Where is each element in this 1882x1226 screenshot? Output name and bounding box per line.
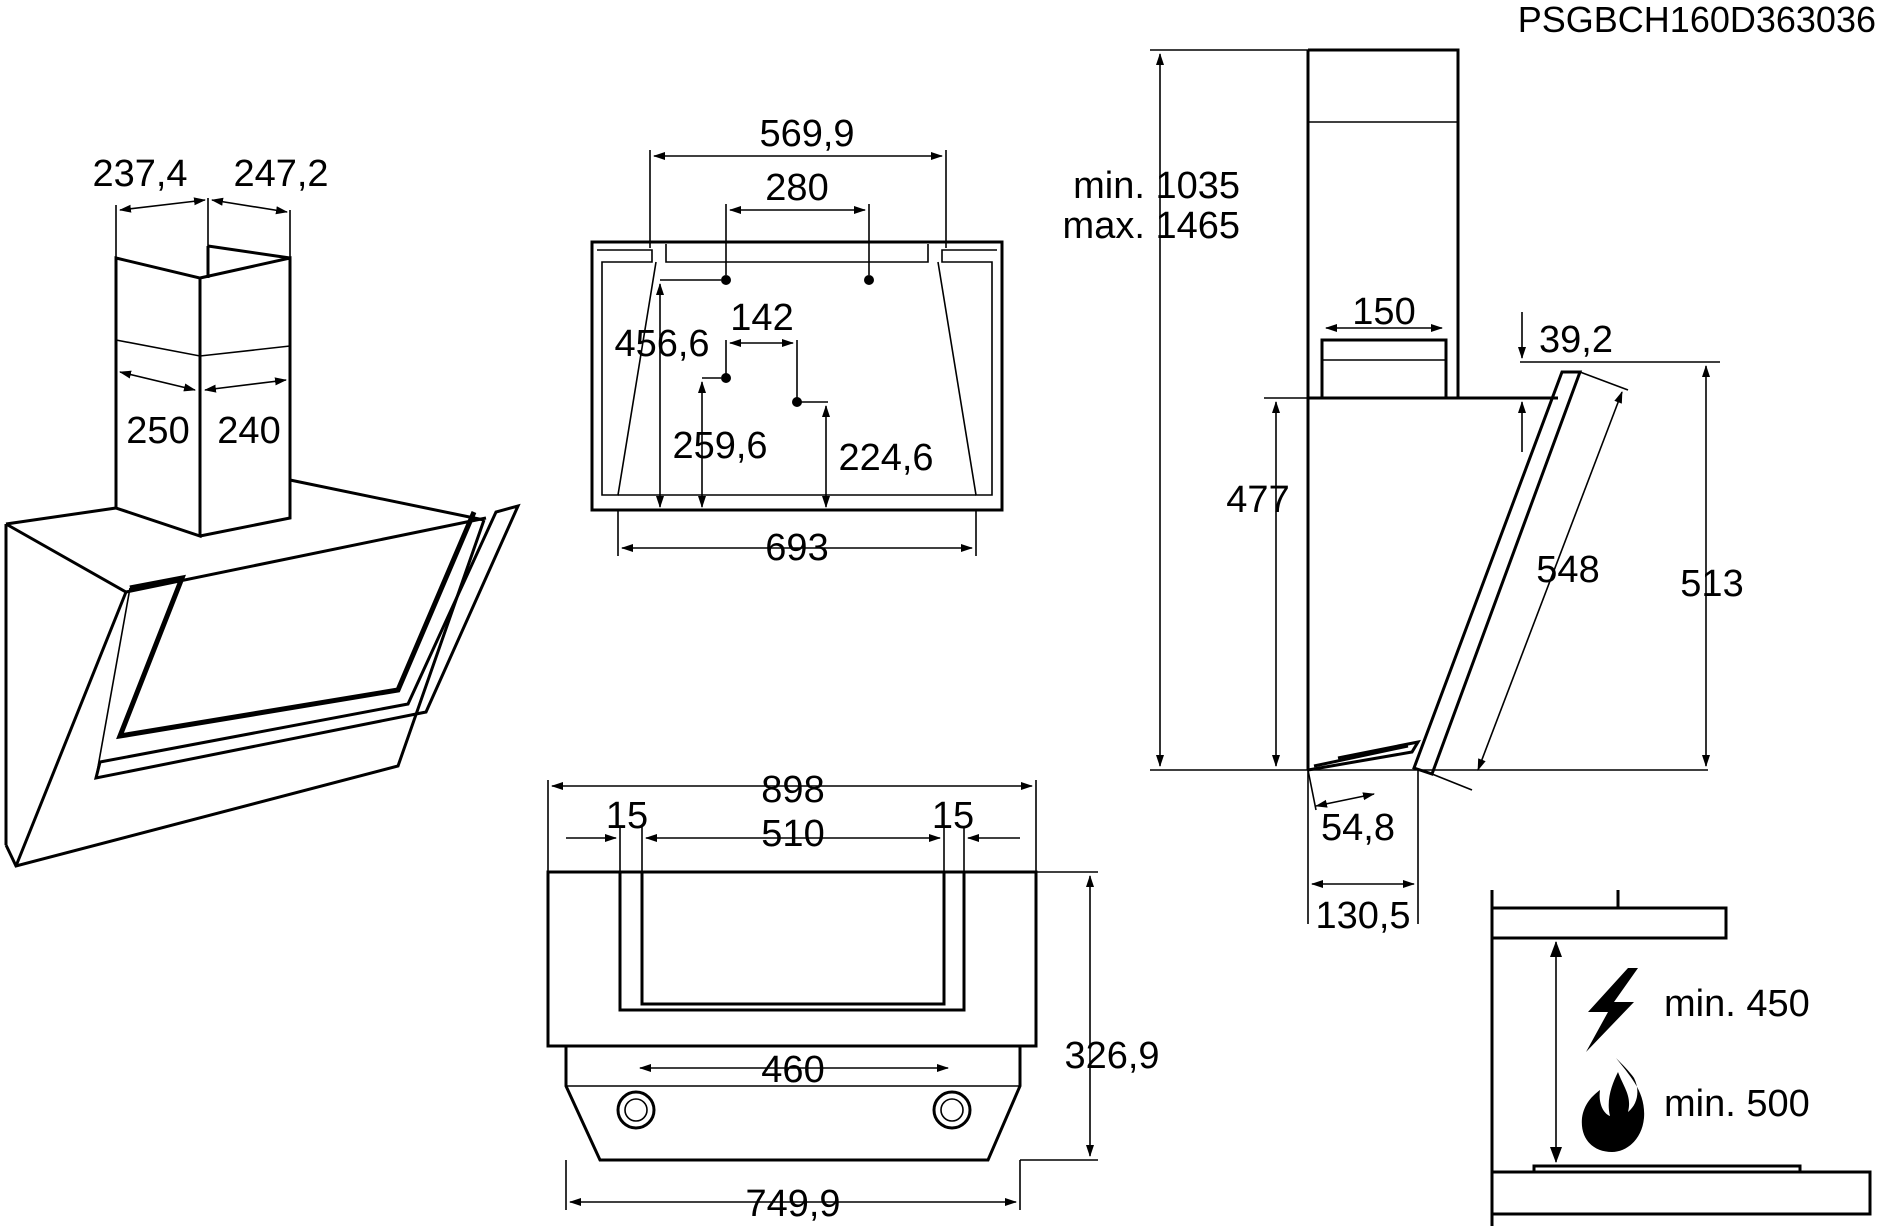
dim-inner-width: 510 — [761, 813, 824, 855]
dim-margin-right: 15 — [932, 795, 974, 837]
installation-height-view: min. 450 min. 500 — [1490, 890, 1872, 1226]
dim-outlet-width: 150 — [1352, 291, 1415, 333]
dim-body-height: 477 — [1226, 479, 1289, 521]
dim-chimney-top-right: 247,2 — [233, 153, 328, 195]
dim-front-height: 326,9 — [1064, 1035, 1159, 1077]
flame-icon — [1581, 1058, 1645, 1152]
dim-filter-spacing: 460 — [761, 1049, 824, 1091]
dim-bracket-overall: 569,9 — [759, 113, 854, 155]
product-code: PSGBCH160D363036 — [1518, 0, 1876, 40]
dim-chimney-width-right: 240 — [217, 410, 280, 452]
label-min-gas: min. 500 — [1664, 1083, 1810, 1125]
dim-front-overall: 898 — [761, 769, 824, 811]
front-view: 898 15 510 15 460 326,9 749,9 — [546, 769, 1160, 1225]
dim-depth-total: 130,5 — [1315, 895, 1410, 937]
dim-bracket-bottom: 693 — [765, 527, 828, 569]
dim-height-456: 456,6 — [614, 323, 709, 365]
dim-height-259: 259,6 — [672, 425, 767, 467]
dim-chimney-top-left: 237,4 — [92, 153, 187, 195]
perspective-view: 237,4 247,2 250 240 — [4, 153, 521, 868]
dim-chimney-max: max. 1465 — [1063, 205, 1240, 247]
dim-depth-bottom: 54,8 — [1321, 807, 1395, 849]
dim-height-224: 224,6 — [838, 437, 933, 479]
dim-offset-142: 142 — [730, 297, 793, 339]
dim-front-bottom: 749,9 — [745, 1183, 840, 1225]
label-min-electric: min. 450 — [1664, 983, 1810, 1025]
side-view: min. 1035 max. 1465 150 477 39,2 548 513… — [1063, 48, 1744, 937]
dim-glass-length: 548 — [1536, 549, 1599, 591]
dim-chimney-width-left: 250 — [126, 410, 189, 452]
dim-margin-left: 15 — [606, 795, 648, 837]
lightning-icon — [1586, 968, 1638, 1052]
dim-hole-spacing: 280 — [765, 167, 828, 209]
dim-offset-39: 39,2 — [1539, 319, 1613, 361]
dim-total-height: 513 — [1680, 563, 1743, 605]
wall-bracket-view: 569,9 280 142 456,6 259,6 224,6 693 — [590, 113, 1004, 569]
dim-chimney-min: min. 1035 — [1073, 165, 1240, 207]
